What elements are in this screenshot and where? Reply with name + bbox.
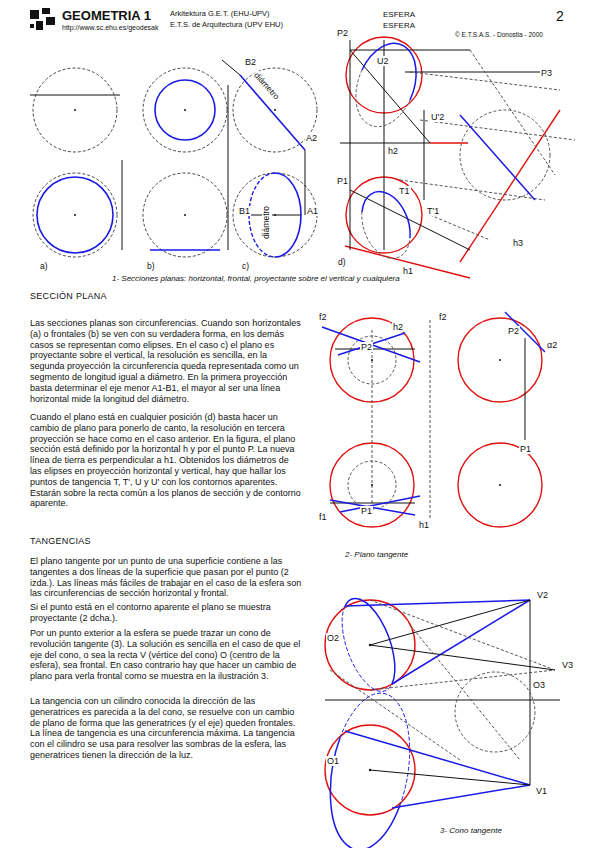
figure-letter: c) — [242, 262, 249, 272]
point-label: U'2 — [430, 112, 445, 122]
point-label: O1 — [326, 756, 340, 766]
line-label: h1 — [402, 266, 414, 276]
header-text: Arkitektura G.E.T. (EHU-UPV) — [170, 10, 270, 19]
point-label: V1 — [535, 786, 548, 796]
body-paragraph: Si el punto está en el contorno aparente… — [30, 602, 302, 624]
header-text: E.T.S. de Arquitectura (UPV EHU) — [170, 21, 283, 30]
line-label: f1 — [318, 512, 328, 522]
line-label: f2 — [318, 312, 328, 322]
point-label: O2 — [326, 633, 340, 643]
figure-letter: a) — [40, 262, 48, 272]
url-text: http://www.sc.ehu.es/geodesak — [62, 24, 159, 32]
body-paragraph: Por un punto exterior a la esfera se pue… — [30, 628, 302, 682]
point-label: A2 — [305, 133, 318, 143]
point-label: T'1 — [426, 206, 440, 216]
figure-caption: 1- Secciones planas: horizontal, frontal… — [112, 274, 400, 283]
line-label: h1 — [418, 520, 430, 530]
figure-caption: 2- Plano tangente — [345, 550, 408, 559]
copyright-note: © E.T.S.A.S. - Donostia - 2000 — [455, 31, 543, 38]
point-label: P2 — [507, 326, 520, 336]
section-heading: SECCIÓN PLANA — [30, 291, 107, 301]
figure-caption: 3- Cono tangente — [440, 826, 502, 835]
point-label: P2 — [360, 342, 373, 352]
line-label: h2 — [392, 322, 404, 332]
section-heading: TANGENCIAS — [30, 536, 91, 546]
point-label: T1 — [398, 186, 411, 196]
point-label: P3 — [540, 68, 553, 78]
point-label: V2 — [536, 590, 549, 600]
line-label: f2 — [438, 312, 448, 322]
point-label: P1 — [360, 506, 373, 516]
logo — [30, 8, 55, 30]
body-paragraph: Las secciones planas son circunferencias… — [30, 318, 302, 404]
line-label: h3 — [512, 238, 524, 248]
dimension-label: diámetro — [251, 70, 282, 103]
body-paragraph: Cuando el plano está en cualquier posici… — [30, 412, 302, 509]
body-paragraph: El plano tangente por un punto de una su… — [30, 556, 302, 599]
page-title: GEOMETRIA 1 — [62, 9, 151, 24]
header-text: ESFERA — [383, 10, 415, 19]
body-paragraph: La tangencia con un cilindro conocida la… — [30, 696, 302, 761]
header-text: ESFERA — [383, 21, 415, 30]
point-label: O3 — [532, 680, 546, 690]
point-label: A1 — [306, 206, 319, 216]
line-label: α2 — [546, 340, 558, 350]
point-label: B2 — [244, 57, 257, 67]
point-label: P2 — [336, 28, 349, 38]
point-label: V3 — [561, 660, 574, 670]
point-label: P1 — [519, 444, 532, 454]
line-label: h2 — [387, 146, 399, 156]
figure-letter: d) — [338, 258, 346, 268]
page-number: 2 — [556, 8, 564, 24]
figure-letter: b) — [147, 262, 155, 272]
dimension-label: diámetro — [262, 205, 272, 240]
point-label: U2 — [376, 56, 390, 66]
point-label: P1 — [336, 176, 349, 186]
point-label: B1 — [238, 206, 251, 216]
